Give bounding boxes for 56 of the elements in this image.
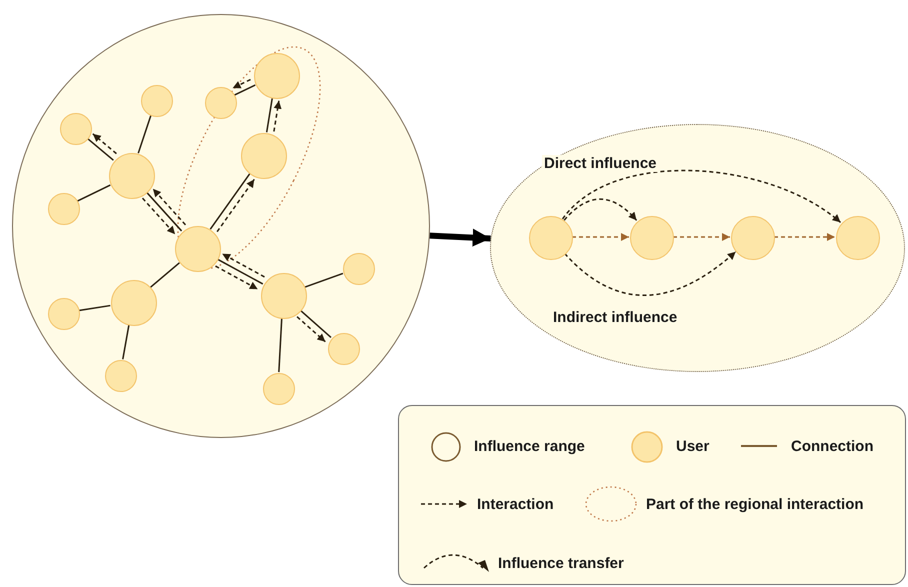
- connection-line: [216, 258, 264, 285]
- connection-line: [78, 304, 110, 312]
- dashed-arrow: [222, 253, 265, 278]
- user-circle: [105, 360, 137, 392]
- user-circle: [60, 113, 92, 145]
- edge-label: Direct influence: [542, 155, 659, 172]
- user-circle: [175, 226, 221, 272]
- connection-line: [122, 324, 130, 360]
- dashed-arrow: [673, 233, 730, 241]
- user-circle: [343, 253, 375, 285]
- connection-line: [304, 272, 344, 288]
- dashed-arrow: [572, 233, 629, 241]
- curved-dashed-arrow: [564, 198, 638, 221]
- user-circle: [111, 280, 157, 326]
- connection-line: [266, 98, 274, 132]
- connection-line: [150, 262, 180, 288]
- dashed-arrow: [216, 178, 255, 232]
- dashed-arrow: [152, 188, 186, 226]
- legend-label: Part of the regional interaction: [646, 497, 864, 512]
- dashed-arrow: [92, 133, 117, 154]
- user-circle: [48, 298, 80, 330]
- legend-label: User: [676, 439, 710, 454]
- connection-line: [138, 114, 152, 154]
- dashed-arrow: [142, 198, 176, 235]
- user-circle: [48, 193, 80, 225]
- connection-line: [210, 173, 250, 230]
- user-circle: [205, 87, 237, 119]
- connection-line: [278, 318, 283, 372]
- thick-arrow: [430, 228, 491, 247]
- legend-label: Influence range: [474, 439, 585, 454]
- curved-dashed-arrow: [564, 251, 736, 296]
- dashed-arrow: [215, 265, 258, 290]
- connection-line: [234, 84, 256, 96]
- legend-label: Influence transfer: [498, 556, 624, 571]
- dashed-arrow: [232, 78, 251, 89]
- curved-dashed-arrow: [562, 170, 841, 224]
- connection-line: [300, 310, 332, 338]
- connection-line: [77, 184, 111, 202]
- user-circle: [254, 53, 300, 99]
- user-circle: [109, 153, 155, 199]
- connection-line: [146, 192, 182, 232]
- user-circle: [241, 133, 287, 179]
- connection-line: [86, 138, 114, 161]
- user-circle: [529, 216, 573, 260]
- user-circle: [328, 333, 360, 365]
- user-circle: [836, 216, 880, 260]
- dashed-arrow: [273, 100, 282, 132]
- legend-label: Connection: [791, 439, 874, 454]
- user-circle: [261, 273, 307, 319]
- dashed-arrow: [296, 316, 326, 342]
- legend-label: Interaction: [477, 497, 554, 512]
- user-circle: [141, 85, 173, 117]
- user-circle: [263, 373, 295, 405]
- user-circle: [731, 216, 775, 260]
- user-circle: [630, 216, 674, 260]
- dashed-arrow: [774, 233, 835, 241]
